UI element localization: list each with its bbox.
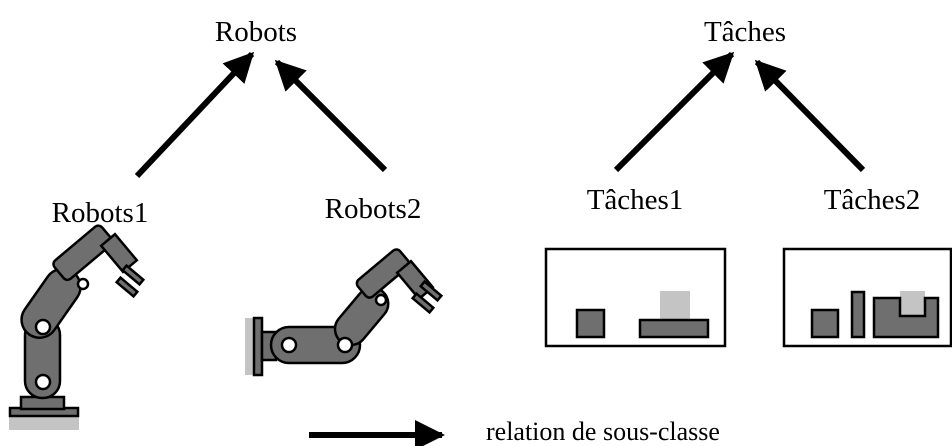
- robot2-finger-b: [410, 291, 436, 315]
- label-robots1: Robots1: [52, 197, 149, 229]
- task1-illustration: [544, 247, 727, 348]
- robot2-joint-elbow: [374, 293, 388, 307]
- robot1-finger-b: [114, 275, 140, 299]
- robot2-joint-shoulder: [336, 336, 354, 354]
- task1-light-block: [660, 291, 690, 320]
- task2-pillar: [850, 290, 866, 339]
- label-taches: Tâches: [704, 16, 786, 48]
- robot1-wrist: [99, 232, 139, 274]
- task1-block: [575, 308, 606, 339]
- task2-block: [810, 308, 840, 339]
- arrow-robots2-to-robots: [274, 59, 388, 173]
- label-robots2: Robots2: [325, 193, 422, 225]
- task2-light-block: [900, 291, 925, 316]
- robot2-illustration: [245, 248, 444, 377]
- label-taches2: Tâches2: [824, 184, 921, 216]
- robot1-forearm: [52, 224, 114, 282]
- robot1-joint-base: [34, 373, 52, 391]
- arrow-taches1-to-taches: [613, 51, 735, 173]
- robot1-joint-shoulder: [34, 318, 52, 336]
- robot2-joint-base: [280, 336, 298, 354]
- robot2-forearm: [355, 248, 411, 299]
- robot1-finger-a: [120, 263, 146, 287]
- label-taches1: Tâches1: [587, 184, 684, 216]
- robot1-illustration: [8, 224, 146, 430]
- task2-cradle: [872, 296, 940, 339]
- robot1-floor: [9, 414, 79, 430]
- robot1-joint-elbow: [76, 277, 90, 291]
- arrow-robots1-to-robots: [134, 51, 255, 179]
- label-robots: Robots: [215, 16, 297, 48]
- legend-label: relation de sous-classe: [486, 417, 720, 446]
- arrow-taches2-to-taches: [754, 59, 866, 173]
- task2-illustration: [782, 247, 952, 348]
- task1-slab: [638, 318, 710, 339]
- robot2-finger-a: [418, 279, 444, 303]
